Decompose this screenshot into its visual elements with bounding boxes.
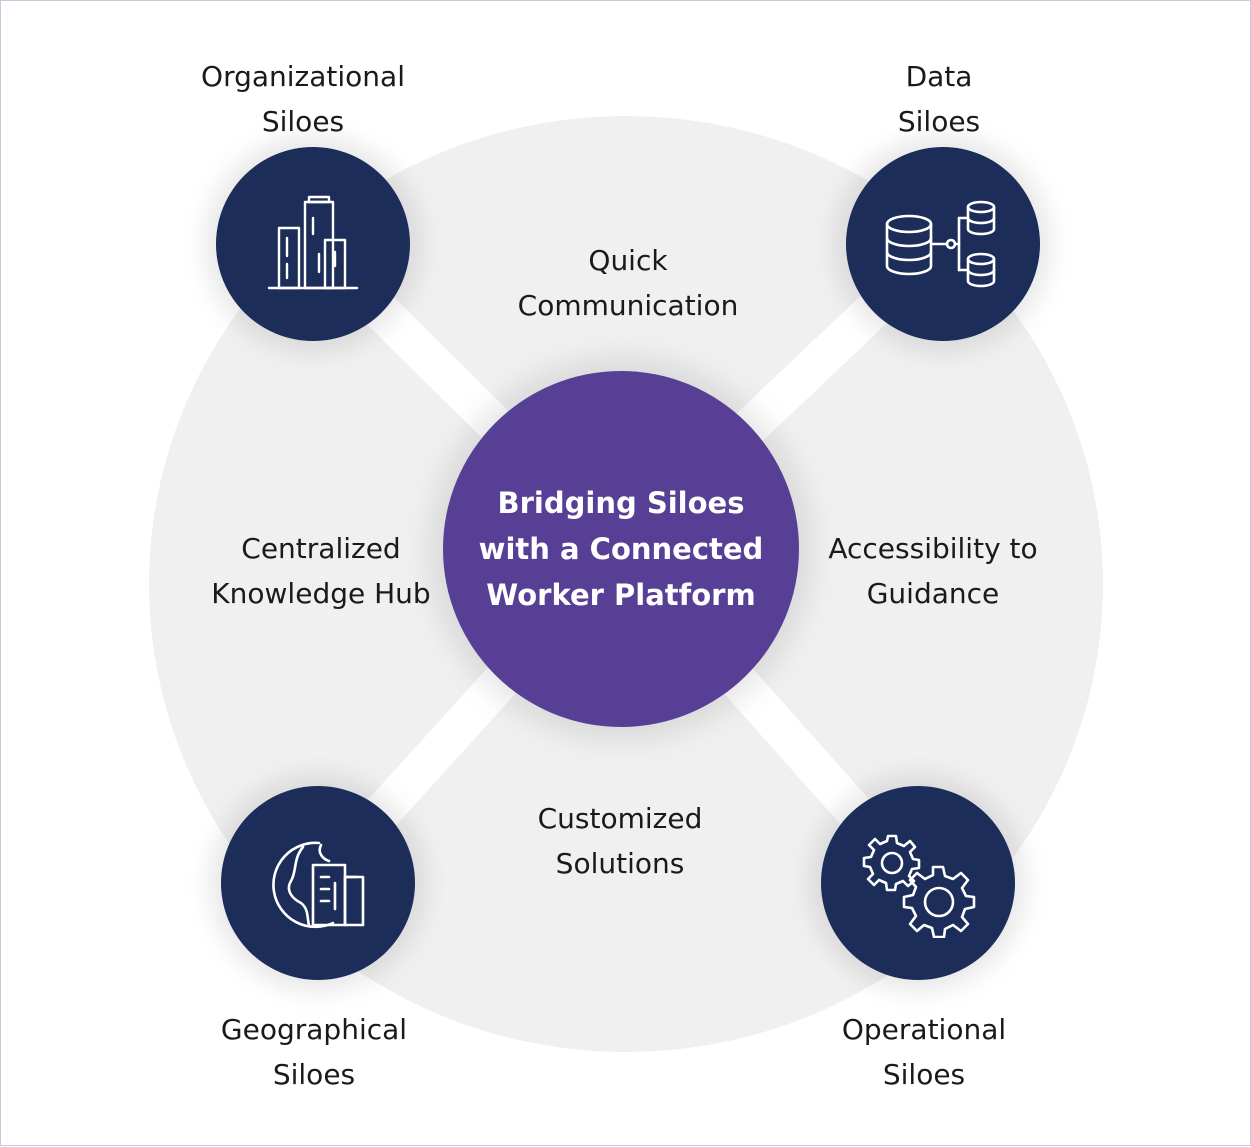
hub-title-line: with a Connected <box>478 532 764 566</box>
operational-siloes-node <box>821 786 1015 980</box>
geographical-siloes-node <box>221 786 415 980</box>
hub-title-line: Bridging Siloes <box>497 486 745 520</box>
office-buildings-icon <box>267 195 359 290</box>
benefit-quick-communication: Quick Communication <box>517 244 739 322</box>
benefit-centralized-knowledge-hub: Centralized Knowledge Hub <box>211 532 431 610</box>
gears-icon <box>862 834 976 938</box>
operational-siloes-label: Operational Siloes <box>841 1013 1007 1091</box>
central-hub: Bridging Siloes with a Connected Worker … <box>443 371 799 727</box>
globe-building-icon <box>272 841 365 929</box>
benefit-accessibility-to-guidance: Accessibility to Guidance <box>828 532 1038 610</box>
geographical-siloes-label: Geographical Siloes <box>220 1013 408 1091</box>
data-siloes-node <box>846 147 1040 341</box>
data-siloes-label: Data Siloes <box>897 60 981 138</box>
hub-title-line: Worker Platform <box>486 578 756 612</box>
organizational-siloes-node <box>216 147 410 341</box>
organizational-siloes-label: Organizational Siloes <box>201 60 405 138</box>
database-network-icon <box>885 200 996 288</box>
benefit-customized-solutions: Customized Solutions <box>537 802 703 880</box>
hub-title: Bridging Siloes with a Connected Worker … <box>471 480 771 618</box>
